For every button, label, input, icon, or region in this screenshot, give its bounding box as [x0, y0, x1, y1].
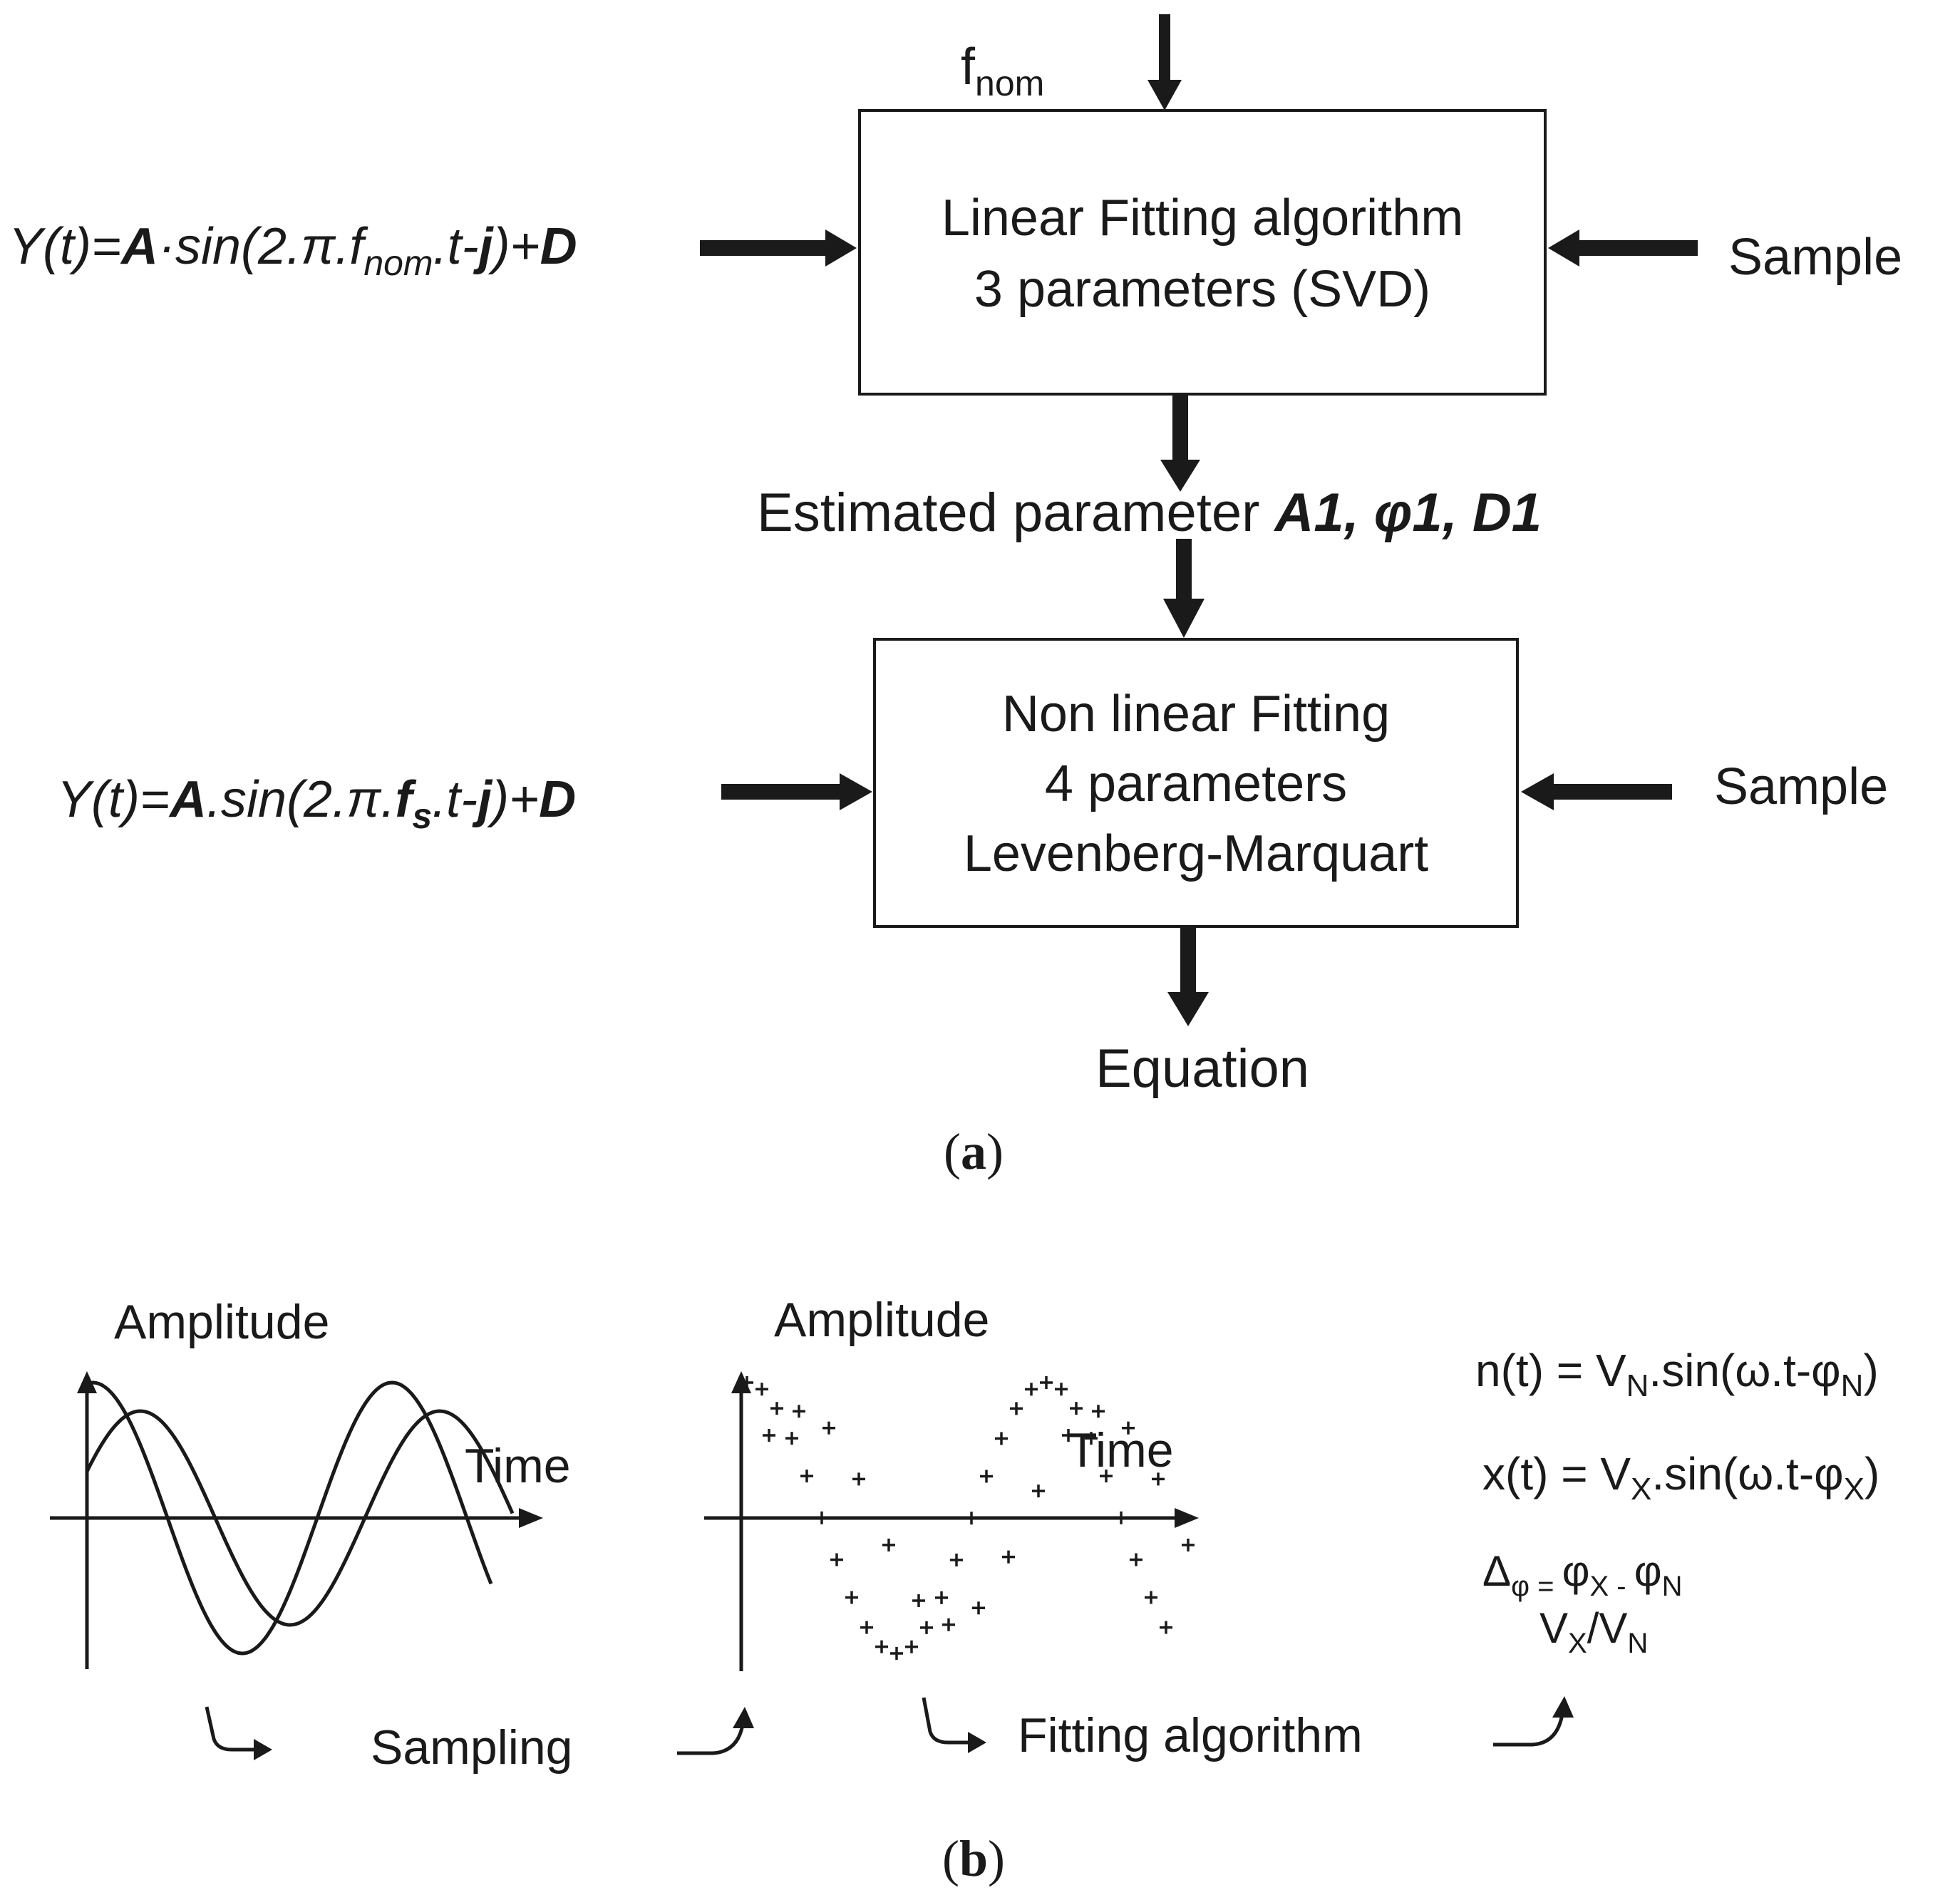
nonlinear-box-line3: Levenberg-Marquart — [964, 825, 1428, 882]
sampling-label: Sampling — [371, 1720, 573, 1775]
fnom-label: fnom — [961, 38, 1044, 103]
linear-box-line2: 3 parameters (SVD) — [974, 261, 1430, 318]
sample-points — [741, 1376, 1195, 1660]
fitting-algorithm-label: Fitting algorithm — [1018, 1708, 1363, 1762]
equation-amplitude-ratio: VX/VN — [1539, 1604, 1648, 1659]
fitting-left-curved-arrow — [922, 1697, 986, 1753]
sampling-right-curved-arrow — [677, 1707, 754, 1755]
sample1-arrow — [1548, 229, 1698, 267]
caption-b: (b) — [942, 1830, 1005, 1887]
linear-output-arrow — [1160, 396, 1200, 492]
sampled-signal-plot: Amplitude Time — [704, 1293, 1199, 1671]
nonlinear-box-line1: Non linear Fitting — [1002, 686, 1390, 743]
plot1-y-label: Amplitude — [114, 1295, 329, 1349]
nonlinear-box-line2: 4 parameters — [1045, 755, 1347, 812]
nonlinear-fitting-box — [873, 638, 1519, 928]
caption-a: (a) — [944, 1123, 1004, 1180]
linear-box-line1: Linear Fitting algorithm — [942, 190, 1463, 247]
equation-x-t: x(t) = VX.sin(ω.t-φX) — [1482, 1448, 1879, 1507]
panel-a: fnom Linear Fitting algorithm 3 paramete… — [9, 14, 1902, 1180]
model-equation-1: Y(t)=A·sin(2.π.fnom.t-j)+D — [9, 218, 577, 283]
fitting-right-curved-arrow — [1493, 1696, 1574, 1747]
plot2-x-label: Time — [1068, 1423, 1174, 1477]
equation-output-label: Equation — [1095, 1038, 1309, 1099]
sampling-left-curved-arrow — [205, 1706, 272, 1760]
equation-n-t: n(t) = VN.sin(ω.t-φN) — [1475, 1345, 1879, 1403]
nonlinear-output-arrow — [1167, 928, 1209, 1026]
equation1-arrow — [700, 229, 857, 267]
equation-phase-difference: Δφ = φX - φN — [1482, 1547, 1683, 1602]
sample-label-1: Sample — [1728, 229, 1902, 286]
sample-label-2: Sample — [1714, 758, 1888, 815]
plot1-x-arrowhead — [519, 1508, 543, 1528]
sample2-arrow — [1521, 773, 1672, 810]
signal-wave-1 — [86, 1380, 493, 1656]
input-arrow-top — [1147, 14, 1182, 110]
plot2-y-label: Amplitude — [774, 1293, 989, 1347]
nonlinear-input-arrow — [1163, 539, 1205, 638]
plot2-x-arrowhead — [1175, 1508, 1199, 1528]
estimated-parameters: Estimated parameter A1, φ1, D1 — [757, 482, 1542, 543]
continuous-signal-plot: Amplitude Time — [50, 1295, 571, 1669]
equation2-arrow — [721, 773, 872, 810]
signal-wave-2 — [85, 1409, 515, 1627]
panel-b: Amplitude Time Amplitude Time Sampling — [50, 1293, 1879, 1887]
model-equation-2: Y(t)=A.sin(2.π.fs.t-j)+D — [57, 771, 576, 836]
linear-fitting-box — [858, 109, 1547, 396]
